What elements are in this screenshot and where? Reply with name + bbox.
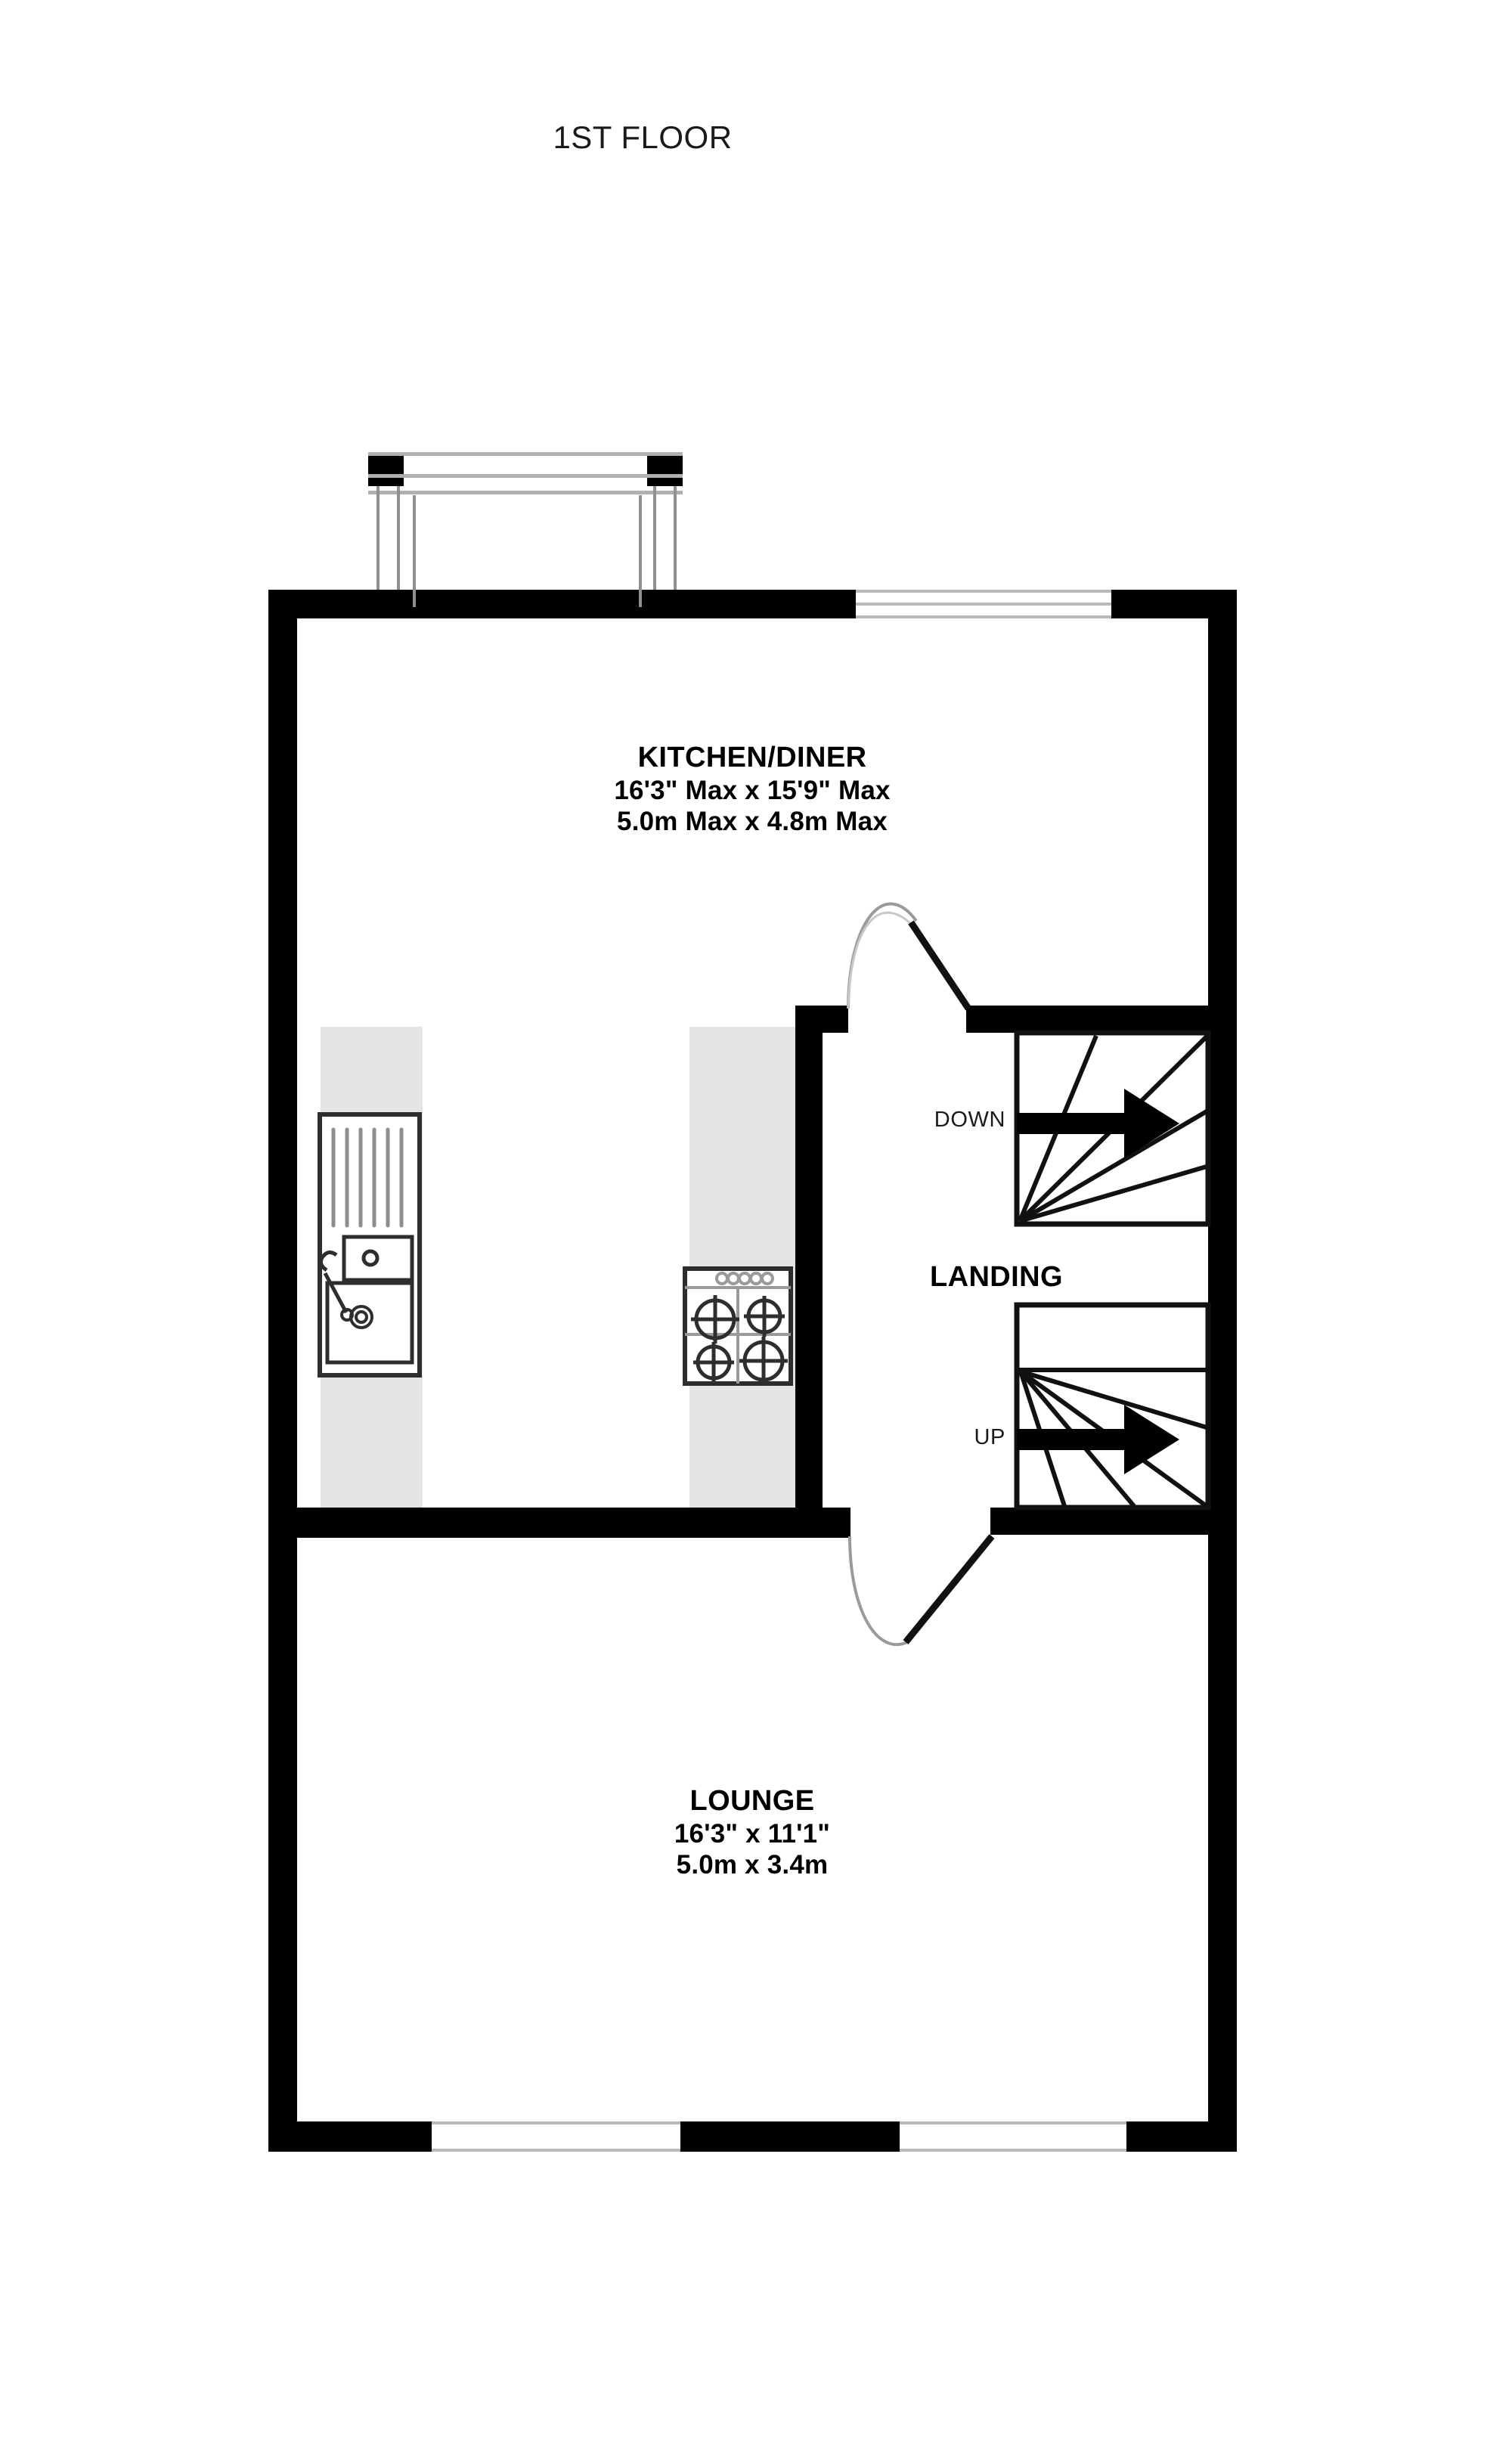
wall-landing-top (966, 1006, 1237, 1033)
stair-label-down: DOWN (934, 1108, 1005, 1132)
four-burner-hob (683, 1266, 793, 1386)
window-bottom-wall-left (432, 2121, 680, 2152)
wall-bottom-mid-segment (680, 2121, 900, 2152)
room-label-kitchen-diner: KITCHEN/DINER 16'3" Max x 15'9" Max 5.0m… (529, 741, 975, 837)
staircase-up (1014, 1302, 1211, 1511)
stair-arrow-up (1017, 1405, 1179, 1474)
room-name-kitchen-diner: KITCHEN/DINER (637, 742, 867, 773)
kitchen-sink-with-drainer (318, 1112, 422, 1378)
wall-top-right-segment (1111, 590, 1237, 618)
wall-top-left-segment (268, 590, 856, 618)
door-kitchen-to-landing (847, 902, 971, 1011)
room-label-lounge: LOUNGE 16'3" x 11'1" 5.0m x 3.4m (529, 1784, 975, 1880)
room-name-lounge: LOUNGE (689, 1785, 815, 1817)
staircase-down (1014, 1030, 1211, 1227)
wall-landing-bottom (990, 1508, 1237, 1535)
stair-arrow-down (1017, 1089, 1179, 1158)
stair-label-up: UP (974, 1425, 1005, 1449)
wall-partition-stub-top (795, 1006, 848, 1033)
wall-kitchen-lounge-divider (268, 1508, 850, 1538)
window-bottom-wall-right (900, 2121, 1126, 2152)
wall-bottom-right-segment (1126, 2121, 1237, 2152)
room-dim-imperial-lounge: 16'3" x 11'1" (674, 1818, 831, 1849)
room-name-landing: LANDING (930, 1261, 1063, 1293)
wall-bottom-left-segment (268, 2121, 432, 2152)
window-top-wall (856, 590, 1111, 618)
wall-right-exterior (1208, 590, 1237, 2151)
wall-partition-kitchen-landing (795, 1006, 823, 1535)
room-dim-imperial-kitchen-diner: 16'3" Max x 15'9" Max (614, 775, 891, 805)
bay-window-projection (368, 452, 683, 618)
wall-left-exterior (268, 590, 297, 2151)
page-title: 1ST FLOOR (553, 119, 733, 155)
door-landing-to-lounge (848, 1534, 995, 1647)
room-dim-metric-lounge: 5.0m x 3.4m (676, 1850, 829, 1880)
room-dim-metric-kitchen-diner: 5.0m Max x 4.8m Max (617, 807, 888, 837)
